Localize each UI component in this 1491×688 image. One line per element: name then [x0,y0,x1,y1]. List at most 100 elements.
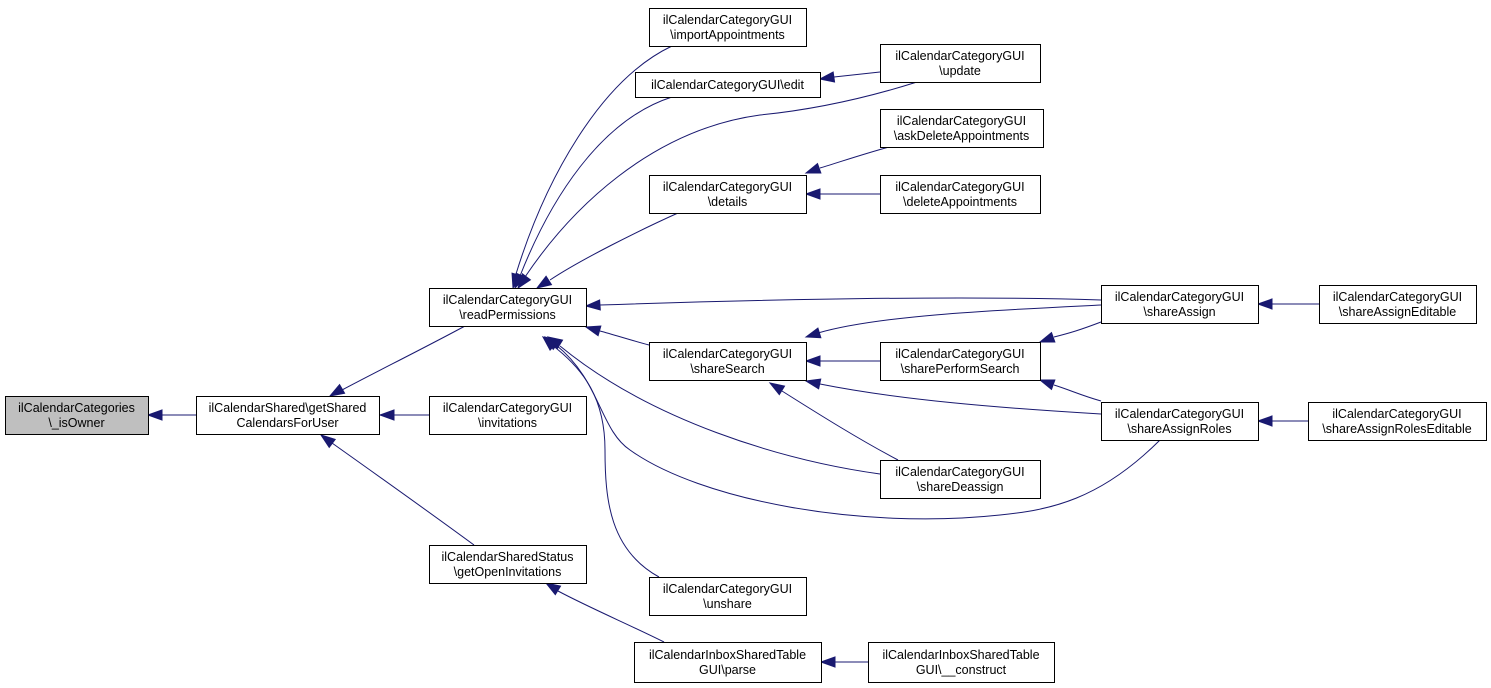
edge-shareSearch-to-readPermissions [584,325,650,346]
node-box[interactable] [429,396,587,435]
edge-update-to-edit [818,71,881,83]
node-box[interactable] [649,175,807,214]
node-sharePerformSearch[interactable]: ilCalendarCategoryGUI\sharePerformSearch [880,342,1041,381]
node-construct[interactable]: ilCalendarInboxSharedTableGUI\__construc… [868,642,1055,683]
arrowhead-icon [768,382,786,396]
arrowhead-icon [804,188,821,200]
node-shareAssignRolesEditable[interactable]: ilCalendarCategoryGUI\shareAssignRolesEd… [1308,402,1487,441]
node-box[interactable] [196,396,380,435]
edge-line [559,345,881,475]
node-label: ilCalendarCategoryGUI [1332,407,1461,421]
node-label: \getOpenInvitations [454,565,562,579]
node-box[interactable] [880,342,1041,381]
node-shareAssignRoles[interactable]: ilCalendarCategoryGUI\shareAssignRoles [1101,402,1259,441]
arrowhead-icon [1256,415,1273,427]
node-label: ilCalendarCategoryGUI [663,582,792,596]
arrowhead-icon [544,582,562,596]
node-details[interactable]: ilCalendarCategoryGUI\details [649,175,807,214]
arrowhead-icon [804,378,822,390]
edge-sharePerformSearch-to-shareSearch [804,355,880,367]
node-box[interactable] [880,44,1041,83]
node-box[interactable] [649,577,807,616]
edge-line [557,590,665,643]
node-label: ilCalendarCategoryGUI\edit [651,78,804,92]
arrowhead-icon [146,409,163,421]
node-update[interactable]: ilCalendarCategoryGUI\update [880,44,1041,83]
node-label: ilCalendarSharedStatus [441,550,573,564]
node-deleteAppointments[interactable]: ilCalendarCategoryGUI\deleteAppointments [880,175,1041,214]
edge-update-to-readPermissions [517,81,918,290]
node-box[interactable] [1308,402,1487,441]
edges-layer [146,45,1319,668]
arrowhead-icon [804,327,822,339]
edge-shareAssignRoles-to-sharePerformSearch [1038,379,1102,402]
arrowhead-icon [517,272,532,290]
edge-line [549,212,679,281]
node-box[interactable] [1319,285,1477,324]
node-label: \invitations [478,416,537,430]
edge-line [819,146,890,169]
edge-line [819,383,1102,415]
node-label: ilCalendarCategoryGUI [895,347,1024,361]
node-box[interactable] [1101,285,1259,324]
node-box[interactable] [880,109,1044,148]
node-shareSearch[interactable]: ilCalendarCategoryGUI\shareSearch [649,342,807,381]
node-label: ilCalendarInboxSharedTable [882,648,1039,662]
arrowhead-icon [1038,379,1056,391]
edge-line [833,71,881,78]
node-label: \shareAssign [1143,305,1215,319]
node-getOpenInvitations[interactable]: ilCalendarSharedStatus\getOpenInvitation… [429,545,587,584]
edge-invitations-to-getSharedCalendarsForUser [378,409,429,421]
node-unshare[interactable]: ilCalendarCategoryGUI\unshare [649,577,807,616]
node-box[interactable] [1101,402,1259,441]
node-box[interactable] [429,545,587,584]
node-readPermissions[interactable]: ilCalendarCategoryGUI\readPermissions [429,288,587,327]
edge-line [515,45,673,275]
arrowhead-icon [535,275,553,289]
node-box[interactable] [880,175,1041,214]
node-label: \unshare [703,597,752,611]
edge-shareAssign-to-shareSearch [804,304,1102,339]
node-box[interactable] [429,288,587,327]
node-box[interactable] [5,396,149,435]
node-box[interactable] [649,8,807,47]
node-label: \shareAssignRolesEditable [1322,422,1471,436]
edge-askDeleteAppointments-to-details [804,146,890,174]
node-label: GUI\__construct [916,663,1007,677]
node-box[interactable] [880,460,1041,499]
edge-shareAssignRoles-to-shareSearch [804,378,1102,415]
edge-construct-to-parse [819,656,868,668]
node-edit[interactable]: ilCalendarCategoryGUI\edit [635,72,821,98]
node-label: ilCalendarCategoryGUI [895,49,1024,63]
node-label: \details [708,195,748,209]
edge-line [817,304,1102,334]
node-box[interactable] [634,642,822,683]
node-shareDeassign[interactable]: ilCalendarCategoryGUI\shareDeassign [880,460,1041,499]
node-label: ilCalendarCategoryGUI [663,347,792,361]
node-importAppointments[interactable]: ilCalendarCategoryGUI\importAppointments [649,8,807,47]
edge-edit-to-readPermissions [514,96,673,290]
arrowhead-icon [804,355,821,367]
node-isOwner[interactable]: ilCalendarCategories\_isOwner [5,396,149,435]
edge-deleteAppointments-to-details [804,188,880,200]
edge-line [1053,321,1102,338]
node-askDeleteAppointments[interactable]: ilCalendarCategoryGUI\askDeleteAppointme… [880,109,1044,148]
node-shareAssignEditable[interactable]: ilCalendarCategoryGUI\shareAssignEditabl… [1319,285,1477,324]
node-box[interactable] [635,72,821,98]
edge-line [331,442,475,546]
node-invitations[interactable]: ilCalendarCategoryGUI\invitations [429,396,587,435]
node-box[interactable] [868,642,1055,683]
arrowhead-icon [1038,331,1056,343]
arrowhead-icon [804,162,822,174]
node-shareAssign[interactable]: ilCalendarCategoryGUI\shareAssign [1101,285,1259,324]
node-label: \_isOwner [48,416,104,430]
node-box[interactable] [649,342,807,381]
node-label: ilCalendarCategoryGUI [663,13,792,27]
node-label: ilCalendarCategoryGUI [895,180,1024,194]
node-label: \askDeleteAppointments [894,129,1030,143]
edge-line [781,390,899,461]
arrowhead-icon [1256,298,1273,310]
node-getSharedCalendarsForUser[interactable]: ilCalendarShared\getSharedCalendarsForUs… [196,396,380,435]
node-label: \shareDeassign [917,480,1004,494]
